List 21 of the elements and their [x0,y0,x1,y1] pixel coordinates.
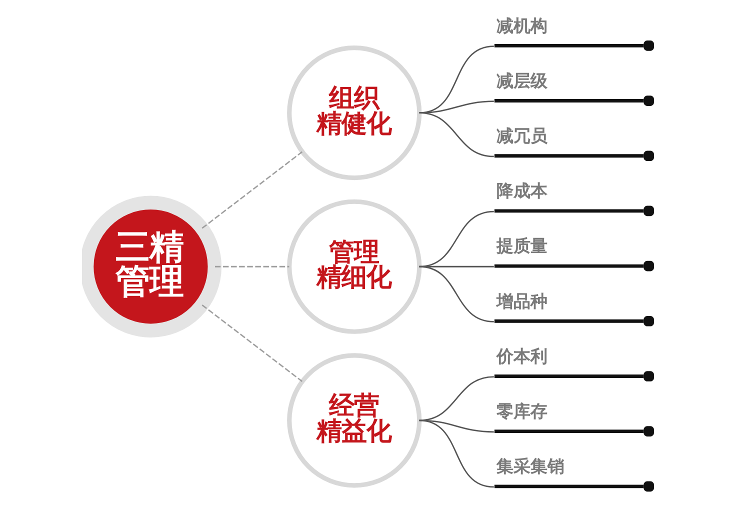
connector [419,112,494,158]
node-label: 降成本 [496,182,548,202]
node-label: 减层级 [496,71,548,92]
connector [419,420,494,433]
connector [202,151,303,229]
connector [215,266,290,268]
node-label: 减冗员 [496,126,548,147]
node-label: 提质量 [496,236,548,257]
connector [419,376,494,422]
connector [202,304,303,382]
node-label: 价本利 [496,346,548,367]
node-circle: 管理精细化 [287,199,422,334]
node-label: 集采集销 [496,457,565,478]
connector [419,266,494,322]
node-circle: 经营精益化 [287,353,422,488]
node-label: 增品种 [496,292,548,312]
connector [419,420,494,488]
node-label: 减机构 [496,16,548,36]
node-circle: 三精管理 [82,196,222,338]
node-circle: 组织精健化 [287,46,422,180]
node-label: 零库存 [496,402,548,422]
